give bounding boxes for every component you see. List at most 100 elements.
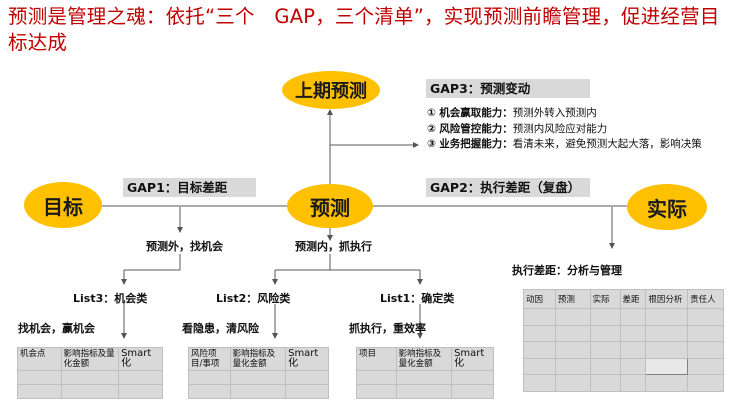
table-cell: [285, 384, 329, 399]
table-row: 动因 预测 实际 差距 根因分析 责任人: [523, 289, 724, 309]
table-row: 项目 影响指标及量化金额 Smart化: [356, 347, 494, 371]
table-row: [17, 384, 163, 399]
table-cell: [619, 308, 647, 326]
table-cell: [554, 341, 591, 359]
selected-table-cell[interactable]: [645, 357, 689, 376]
table-cell: [619, 374, 647, 392]
table-cell: [554, 357, 591, 376]
table-cell: [589, 308, 621, 326]
certain-action-label: 抓执行，重效率: [349, 322, 426, 335]
table-cell: [645, 374, 689, 392]
certain-table: 项目 影响指标及量化金额 Smart化: [356, 347, 494, 399]
previous-forecast-node: 上期预测: [282, 71, 380, 109]
table-cell: [60, 370, 120, 385]
inside-forecast-label: 预测内，抓执行: [295, 240, 372, 253]
table-header-cell: Smart化: [118, 347, 163, 371]
table-cell: [229, 370, 287, 385]
table-cell: [356, 384, 397, 399]
table-cell: [687, 341, 724, 359]
table-cell: [687, 374, 724, 392]
capability-item: ② 风险管控能力：预测内风险应对能力: [427, 122, 608, 135]
gap1-label: GAP1：目标差距: [123, 178, 256, 197]
table-header-cell: 根因分析: [645, 289, 689, 309]
capability-list: ① 机会赢取能力：预测外转入预测内 ② 风险管控能力：预测内风险应对能力 ③ 业…: [427, 106, 702, 153]
capability-item: ① 机会赢取能力：预测外转入预测内: [427, 107, 597, 119]
table-cell: [188, 370, 231, 385]
gap2-label: GAP2：执行差距（复盘）: [426, 178, 590, 197]
actual-node: 实际: [627, 184, 707, 230]
table-row: 机会点 影响指标及量化金额 Smart化: [17, 347, 163, 371]
table-header-cell: 实际: [589, 289, 621, 309]
table-row: [188, 384, 329, 399]
table-cell: [60, 384, 120, 399]
table-row: [356, 370, 494, 385]
table-cell: [645, 324, 689, 343]
table-cell: [188, 384, 231, 399]
opportunity-action-label: 找机会，赢机会: [18, 322, 95, 335]
table-cell: [589, 374, 621, 392]
exec-gap-title: 执行差距：分析与管理: [512, 264, 622, 277]
table-header-cell: Smart化: [451, 347, 494, 371]
table-cell: [356, 370, 397, 385]
table-row: [523, 308, 724, 326]
table-cell: [118, 384, 163, 399]
table-cell: [523, 374, 556, 392]
table-row: [523, 357, 724, 376]
table-cell: [687, 357, 724, 376]
table-row: 风险项目/事项 影响指标及量化金额 Smart化: [188, 347, 329, 371]
forecast-node: 预测: [287, 184, 373, 228]
table-cell: [687, 308, 724, 326]
page-title: 预测是管理之魂：依托“三个 GAP，三个清单”，实现预测前瞻管理，促进经营目标达…: [8, 5, 720, 54]
table-cell: [687, 324, 724, 343]
table-cell: [645, 341, 689, 359]
table-cell: [395, 384, 453, 399]
table-cell: [619, 324, 647, 343]
table-row: [188, 370, 329, 385]
table-header-cell: 影响指标及量化金额: [229, 347, 287, 371]
table-cell: [523, 341, 556, 359]
table-cell: [619, 357, 647, 376]
table-cell: [17, 370, 62, 385]
table-header-cell: 风险项目/事项: [188, 347, 231, 371]
table-cell: [645, 308, 689, 326]
table-cell: [451, 384, 494, 399]
table-row: [17, 370, 163, 385]
list1-label: List1：确定类: [380, 292, 455, 305]
table-cell: [554, 308, 591, 326]
table-header-cell: 预测: [554, 289, 591, 309]
table-cell: [589, 324, 621, 343]
table-header-cell: 责任人: [687, 289, 724, 309]
table-cell: [619, 341, 647, 359]
table-cell: [229, 384, 287, 399]
table-cell: [118, 370, 163, 385]
table-row: [523, 324, 724, 343]
capability-item: ③ 业务把握能力：看清未来，避免预测大起大落，影响决策: [427, 138, 702, 150]
table-cell: [285, 370, 329, 385]
outside-forecast-label: 预测外，找机会: [146, 240, 223, 253]
table-cell: [523, 324, 556, 343]
table-header-cell: 影响指标及量化金额: [60, 347, 120, 371]
goal-node: 目标: [24, 182, 102, 228]
table-row: [523, 341, 724, 359]
table-cell: [17, 384, 62, 399]
table-header-cell: 动因: [523, 289, 556, 309]
table-cell: [589, 341, 621, 359]
risk-table: 风险项目/事项 影响指标及量化金额 Smart化: [188, 347, 329, 399]
table-header-cell: 差距: [619, 289, 647, 309]
table-cell: [451, 370, 494, 385]
table-header-cell: 机会点: [17, 347, 62, 371]
table-cell: [554, 374, 591, 392]
table-cell: [523, 308, 556, 326]
list3-label: List3：机会类: [73, 292, 148, 305]
table-header-cell: 项目: [356, 347, 397, 371]
table-cell: [523, 357, 556, 376]
gap3-label: GAP3：预测变动: [426, 79, 590, 98]
risk-action-label: 看隐患，清风险: [182, 322, 259, 335]
table-cell: [589, 357, 621, 376]
list2-label: List2：风险类: [216, 292, 291, 305]
table-row: [356, 384, 494, 399]
table-row: [523, 374, 724, 392]
opportunity-table: 机会点 影响指标及量化金额 Smart化: [17, 347, 163, 399]
table-header-cell: Smart化: [285, 347, 329, 371]
exec-gap-table: 动因 预测 实际 差距 根因分析 责任人: [523, 289, 724, 392]
